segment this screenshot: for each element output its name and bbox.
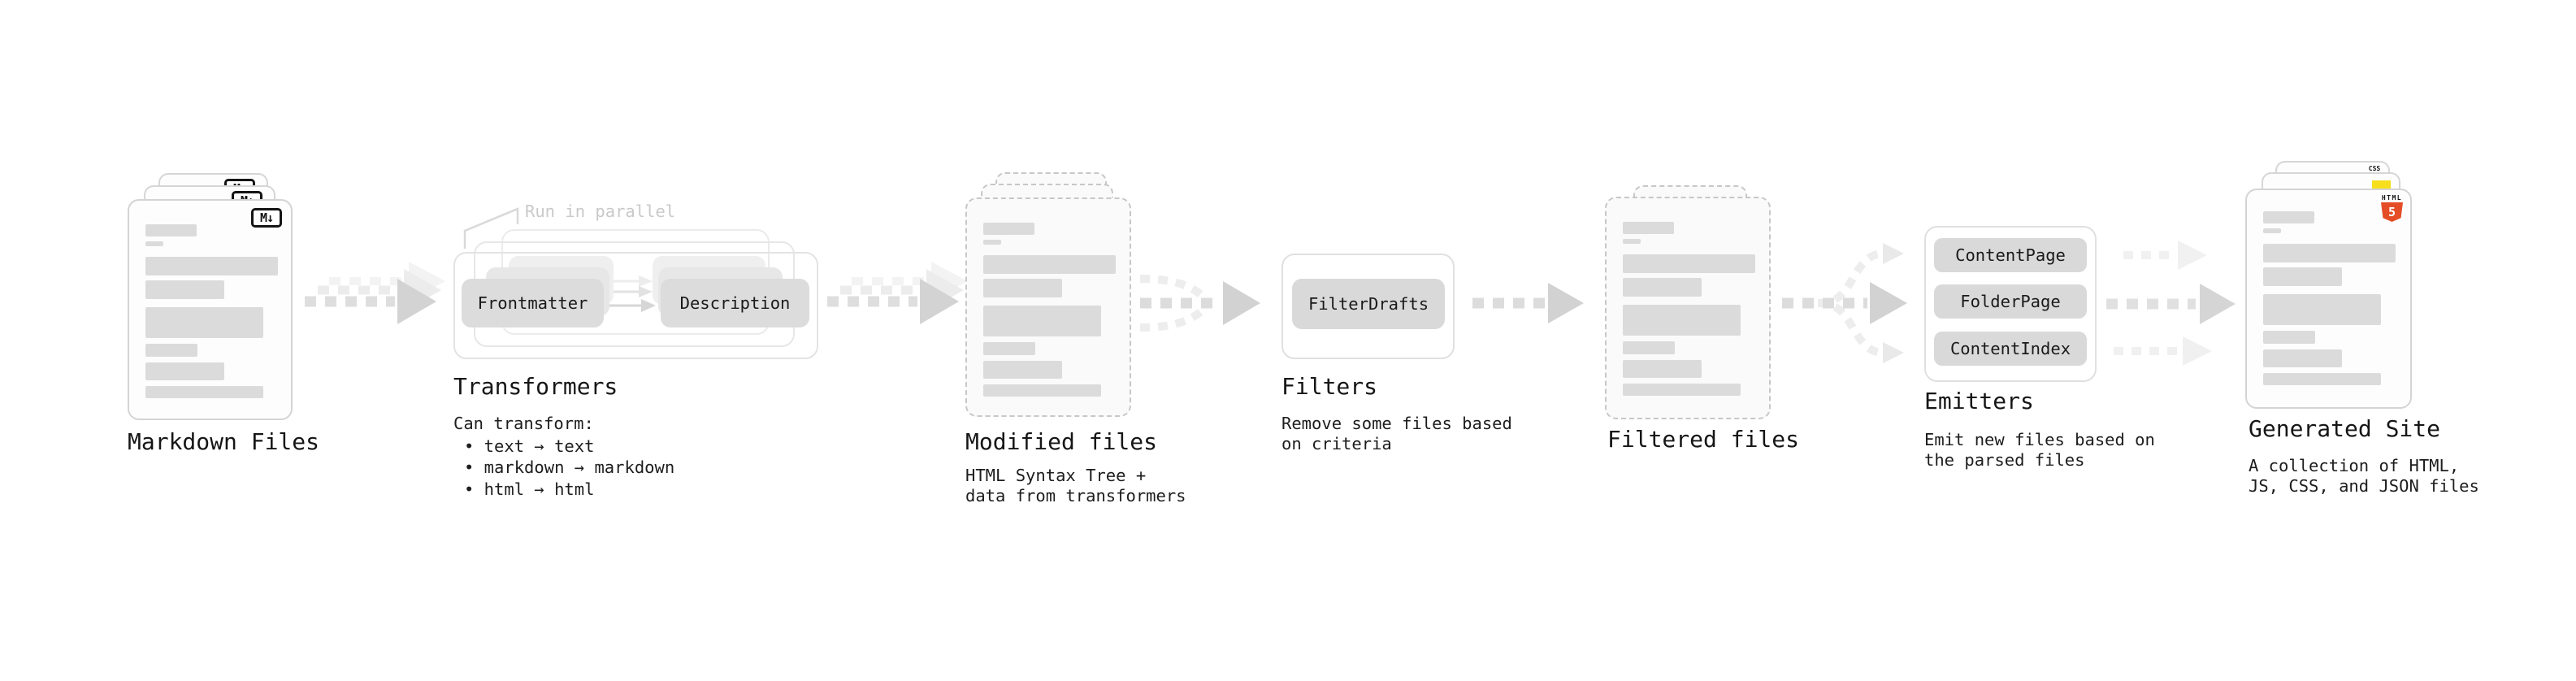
frontmatter-chip: Frontmatter	[462, 279, 604, 327]
placeholder-bar	[983, 384, 1101, 397]
placeholder-bar	[145, 344, 197, 357]
placeholder-bar	[145, 257, 278, 275]
modified-files-desc: HTML Syntax Tree + data from transformer…	[965, 466, 1186, 505]
placeholder-bar	[2263, 294, 2381, 325]
placeholder-bar	[983, 279, 1062, 297]
arrow-filtered-to-emitters-branch	[1782, 243, 1907, 363]
placeholder-bar	[1623, 278, 1702, 297]
placeholder-bar	[2263, 228, 2281, 233]
placeholder-bar	[2263, 267, 2342, 286]
generated-site-desc: A collection of HTML, JS, CSS, and JSON …	[2249, 456, 2479, 496]
transformers-bullets: • text → text • markdown → markdown • ht…	[464, 436, 674, 500]
placeholder-bar	[983, 223, 1034, 235]
placeholder-bar	[983, 342, 1035, 355]
placeholder-bar	[983, 306, 1101, 336]
placeholder-bar	[1623, 360, 1702, 378]
html5-icon: HTML 5	[2381, 194, 2403, 222]
placeholder-bar	[1623, 305, 1741, 336]
placeholder-bar	[2263, 211, 2314, 223]
parallel-chip-arrows	[608, 275, 656, 312]
placeholder-bar	[2263, 349, 2342, 367]
placeholder-bar	[145, 280, 224, 299]
placeholder-bar	[145, 224, 197, 236]
filters-label: Filters	[1281, 373, 1378, 400]
placeholder-bar	[145, 386, 263, 398]
placeholder-bar	[1623, 254, 1755, 273]
placeholder-bar	[983, 240, 1001, 245]
bullet-item: • markdown → markdown	[464, 458, 675, 478]
placeholder-bar	[1623, 222, 1674, 234]
filtered-file-card	[1605, 197, 1771, 419]
markdown-files-label: Markdown Files	[128, 428, 320, 455]
filters-desc: Remove some files based on criteria	[1281, 414, 1512, 453]
folderpage-chip: FolderPage	[1934, 284, 2087, 319]
emitters-desc: Emit new files based on the parsed files	[1924, 430, 2155, 470]
arrows-emitters-to-generated	[2106, 241, 2236, 366]
transformers-label: Transformers	[453, 373, 618, 400]
transformers-desc-title: Can transform:	[453, 414, 594, 433]
placeholder-bar	[145, 362, 224, 380]
placeholder-bar	[983, 255, 1116, 274]
filtered-files-label: Filtered files	[1607, 426, 1800, 453]
placeholder-bar	[2263, 244, 2396, 262]
description-chip: Description	[661, 279, 809, 327]
generated-site-card: HTML 5	[2245, 189, 2412, 409]
placeholder-bar	[2263, 373, 2381, 385]
run-in-parallel-leader-line	[463, 207, 519, 249]
markdown-icon: M↓	[251, 208, 282, 228]
placeholder-bar	[1623, 384, 1741, 396]
bullet-item: • html → html	[464, 479, 595, 499]
contentpage-chip: ContentPage	[1934, 238, 2087, 272]
placeholder-bar	[983, 361, 1062, 379]
modified-file-card	[965, 197, 1131, 417]
arrow-filters-to-filtered	[1472, 283, 1584, 323]
modified-files-label: Modified files	[965, 428, 1158, 455]
emitters-label: Emitters	[1924, 388, 2034, 414]
placeholder-bar	[2263, 331, 2315, 344]
placeholder-bar	[145, 241, 163, 246]
transformer-frame-front	[453, 252, 818, 359]
placeholder-bar	[145, 307, 263, 338]
arrow-transformers-to-modified	[827, 262, 968, 324]
bullet-item: • text → text	[464, 436, 595, 456]
arrow-markdown-to-transformers	[305, 262, 445, 324]
contentindex-chip: ContentIndex	[1934, 332, 2087, 366]
generated-site-label: Generated Site	[2249, 415, 2441, 442]
arrow-modified-to-filters-merge	[1139, 275, 1260, 332]
placeholder-bar	[1623, 341, 1675, 354]
run-in-parallel-note: Run in parallel	[525, 202, 676, 221]
filterdrafts-chip: FilterDrafts	[1292, 279, 1445, 329]
markdown-file-card: M↓	[128, 199, 293, 420]
javascript-icon	[2372, 180, 2391, 189]
placeholder-bar	[1623, 239, 1641, 244]
